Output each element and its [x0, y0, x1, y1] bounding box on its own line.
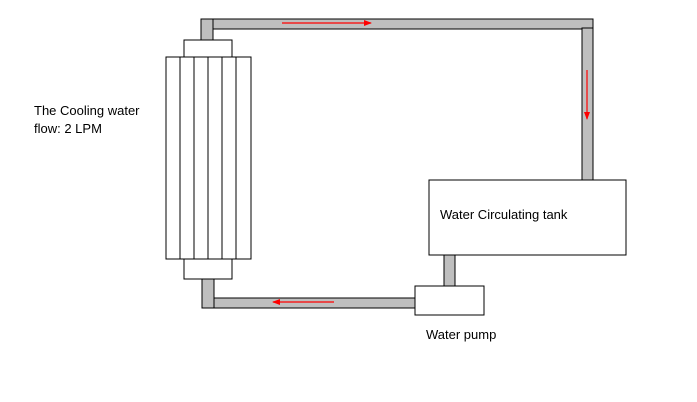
- water-pump-label: Water pump: [426, 327, 497, 342]
- tank-to-pump-pipe: [443, 254, 456, 288]
- cooling-flow-label: The Cooling water flow: 2 LPM: [34, 102, 174, 138]
- cooling-unit-bottom-cap: [183, 258, 233, 280]
- left-bottom-pipe: [201, 278, 215, 309]
- top-pipe: [200, 18, 594, 30]
- cooling-flow-label-line1: The Cooling water: [34, 103, 140, 118]
- water-tank-box: [428, 179, 627, 256]
- bottom-pipe: [201, 297, 417, 309]
- cooling-unit-top-cap: [183, 39, 233, 58]
- water-pump-box: [414, 285, 485, 316]
- cooling-unit-body: [165, 56, 252, 260]
- left-top-pipe: [200, 18, 214, 42]
- water-tank-label: Water Circulating tank: [440, 207, 568, 222]
- cooling-flow-label-line2: flow: 2 LPM: [34, 121, 102, 136]
